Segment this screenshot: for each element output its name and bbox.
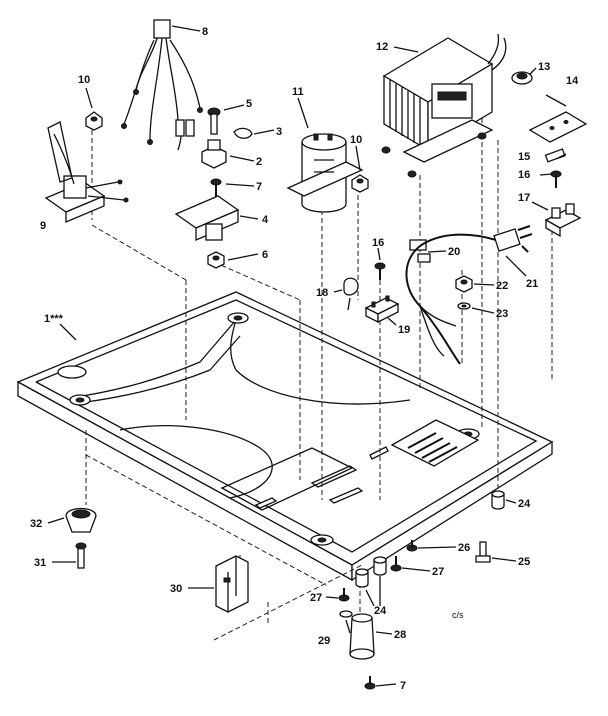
part-11-capacitor [286, 133, 364, 213]
callout-9: 9 [40, 220, 46, 232]
part-17-fuse-holder [544, 203, 582, 238]
callout-16-upper: 16 [518, 169, 530, 181]
part-14-plate [528, 111, 588, 143]
part-6-nut [207, 251, 225, 269]
callout-18: 18 [316, 287, 328, 299]
part-9-terminal-block [44, 121, 129, 223]
callout-3: 3 [276, 126, 282, 138]
part-32-knob [65, 507, 97, 533]
callout-7-bottom: 7 [400, 680, 406, 692]
callout-19: 19 [398, 324, 410, 336]
callout-8: 8 [202, 26, 208, 38]
part-16-screw-upper [550, 170, 562, 188]
part-31-screw [75, 542, 87, 569]
part-27-screw-left [338, 588, 350, 602]
callout-16-lower: 16 [372, 237, 384, 249]
callout-10-left: 10 [78, 74, 90, 86]
callout-arrows [47, 25, 567, 687]
part-25-screw [475, 541, 491, 563]
callout-32: 32 [30, 518, 42, 530]
part-21-power-cord [405, 225, 533, 365]
callout-14: 14 [566, 75, 579, 87]
part-26-screw [406, 540, 418, 552]
part-16-screw-lower [374, 262, 386, 280]
callout-10-right: 10 [350, 134, 362, 146]
part-5-screw [207, 107, 221, 135]
part-2-switch [201, 139, 227, 169]
callout-26: 26 [458, 542, 470, 554]
part-24-foot-center-b [373, 556, 387, 576]
callout-7-upper: 7 [256, 181, 262, 193]
callout-31: 31 [34, 557, 46, 569]
callout-24-center: 24 [374, 605, 387, 617]
part-30-bracket [215, 555, 249, 613]
callout-28: 28 [394, 629, 406, 641]
part-29-washer [339, 610, 353, 618]
callout-24-right: 24 [518, 498, 531, 510]
callout-2: 2 [256, 156, 262, 168]
part-20-cord-clamp [409, 239, 431, 263]
part-10-nut-left [85, 111, 103, 131]
callout-21: 21 [526, 278, 538, 290]
part-10-nut-right [351, 174, 369, 193]
part-13-cap [511, 71, 533, 85]
callout-20: 20 [448, 246, 460, 258]
part-3-clip [233, 127, 253, 139]
callout-1: 1*** [44, 313, 64, 325]
callout-13: 13 [538, 61, 550, 73]
part-12-transformer [381, 33, 507, 178]
callout-11: 11 [292, 86, 304, 98]
part-15-fuse [544, 148, 566, 163]
part-27-screw-right [390, 556, 402, 572]
callout-23: 23 [496, 308, 508, 320]
part-8-wire-harness [121, 19, 203, 151]
part-19-terminal [364, 295, 400, 324]
drawing-code: c/s [452, 610, 464, 620]
callout-5: 5 [246, 98, 252, 110]
callout-25: 25 [518, 556, 530, 568]
callout-29: 29 [318, 635, 330, 647]
callout-6: 6 [262, 249, 268, 261]
part-24-foot-center-a [355, 568, 369, 588]
callout-15: 15 [518, 151, 530, 163]
part-22-nut [455, 275, 473, 293]
part-24-foot-right [491, 490, 505, 510]
callout-30: 30 [170, 583, 182, 595]
part-28-leg [349, 613, 375, 660]
callout-27-left: 27 [310, 592, 322, 604]
callout-labels: 1*** 2 3 4 5 6 7 7 8 9 10 10 11 12 13 14… [30, 26, 579, 692]
base-plate [16, 291, 554, 582]
callout-12: 12 [376, 41, 388, 53]
part-18-disc [343, 277, 359, 311]
callout-27-right: 27 [432, 566, 444, 578]
part-4-bracket [174, 195, 240, 241]
callout-22: 22 [496, 280, 508, 292]
callout-17: 17 [518, 192, 530, 204]
part-7-screw-bottom [364, 676, 376, 690]
part-23-washer [457, 302, 471, 310]
callout-4: 4 [262, 214, 269, 226]
